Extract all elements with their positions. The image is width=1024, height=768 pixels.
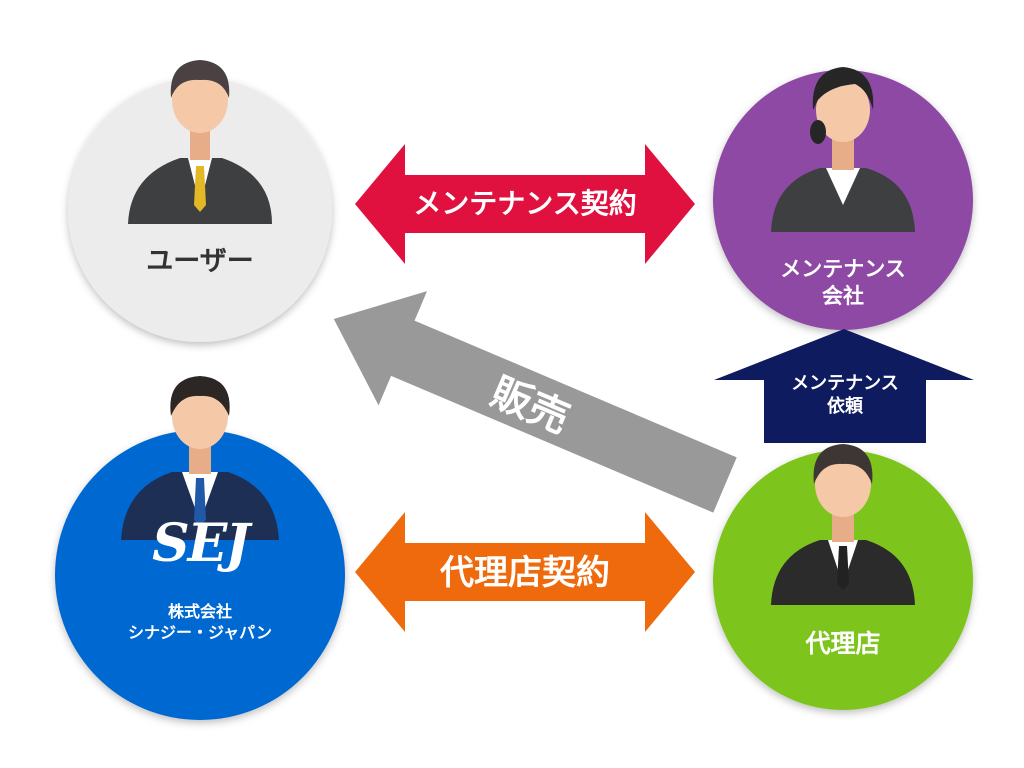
maintenance-contract-arrow (355, 144, 695, 264)
sales-arrow (333, 291, 737, 513)
agency-label: 代理店 (805, 629, 881, 658)
sej-company-label: 株式会社 シナジー・ジャパン (127, 602, 272, 642)
user-label: ユーザー (146, 246, 254, 277)
sej-person-icon (121, 376, 279, 540)
agency-contract-arrow (355, 512, 695, 632)
agency-person-icon (771, 444, 915, 605)
sej-node (55, 430, 345, 720)
maintenance-contract-label: メンテナンス契約 (413, 187, 637, 220)
sej-logo: SEJ (152, 513, 250, 574)
maintenance-staff-icon (771, 67, 915, 232)
user-person-icon (128, 60, 272, 224)
maintenance-company-label: メンテナンス 会社 (780, 257, 906, 309)
agency-contract-label: 代理店契約 (440, 553, 610, 593)
maintenance-request-arrow (714, 329, 974, 443)
maintenance-request-label: メンテナンス 依頼 (791, 373, 899, 418)
